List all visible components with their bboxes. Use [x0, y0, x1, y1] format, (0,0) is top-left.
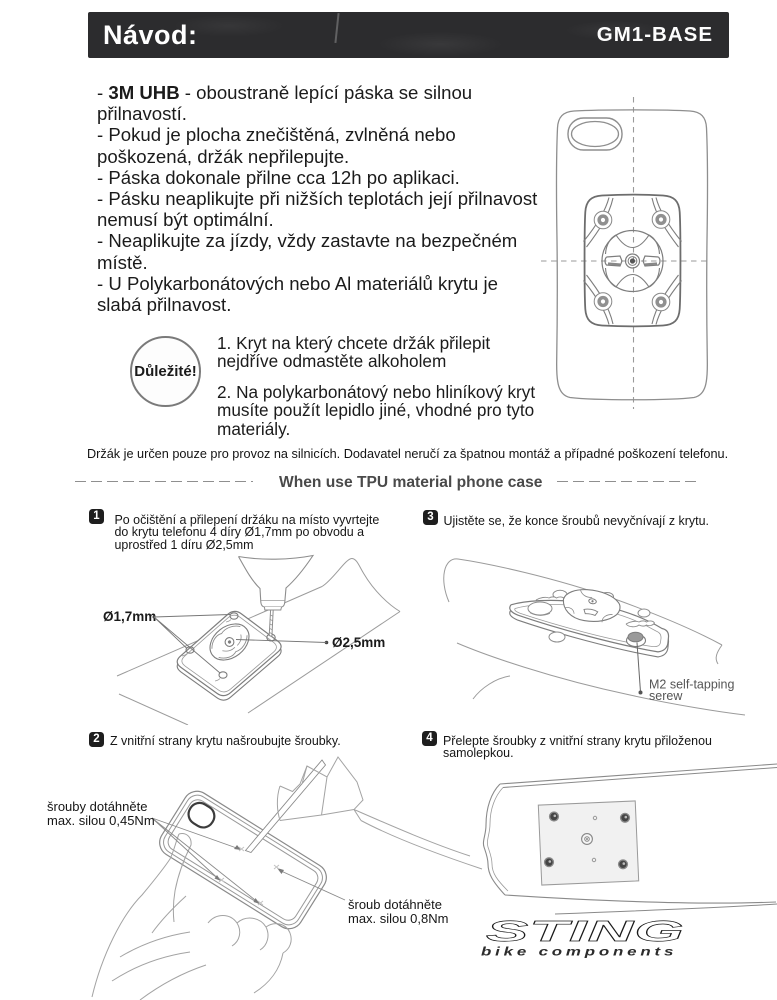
svg-text:M2 self-tapping: M2 self-tapping: [649, 678, 735, 692]
svg-text:STING: STING: [486, 915, 685, 947]
svg-text:Ø2,5mm: Ø2,5mm: [332, 635, 385, 650]
svg-text:bike components: bike components: [481, 946, 677, 959]
svg-text:Ø1,7mm: Ø1,7mm: [103, 609, 156, 624]
svg-text:serew: serew: [649, 689, 683, 703]
